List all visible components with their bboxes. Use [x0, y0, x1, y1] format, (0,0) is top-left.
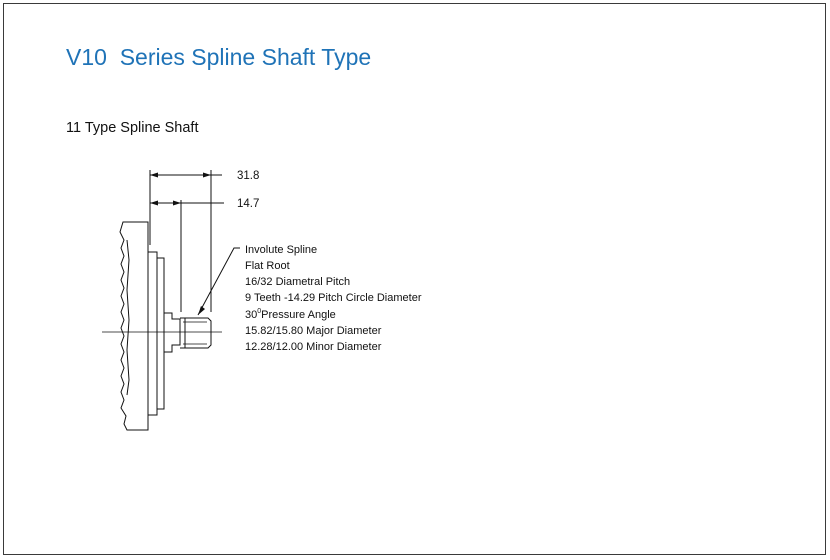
dimension-overall-label: 31.8 — [237, 170, 259, 182]
spec-line-spline-type: Involute Spline — [245, 244, 317, 256]
spec-line-pitch: 16/32 Diametral Pitch — [245, 276, 350, 288]
spec-line-root: Flat Root — [245, 260, 290, 272]
housing-break-detail — [126, 239, 130, 396]
housing-body — [119, 221, 149, 431]
page-frame — [3, 3, 826, 555]
spec-line-pressure-angle: 300Pressure Angle — [245, 308, 336, 321]
section-subtitle: 11 Type Spline Shaft — [66, 120, 199, 136]
spec-line-major-diameter: 15.82/15.80 Major Diameter — [245, 325, 382, 337]
pressure-angle-text: Pressure Angle — [261, 309, 336, 321]
spline-profile — [180, 317, 212, 349]
leader-line — [197, 247, 240, 316]
mounting-flange — [147, 251, 158, 416]
degree-superscript: 0 — [257, 308, 261, 315]
spec-line-teeth: 9 Teeth -14.29 Pitch Circle Diameter — [245, 292, 422, 304]
dimension-spline-label: 14.7 — [237, 198, 259, 210]
flange-step — [156, 257, 165, 410]
pressure-angle-value: 30 — [245, 309, 257, 321]
page-title: V10 Series Spline Shaft Type — [66, 44, 372, 70]
spec-line-minor-diameter: 12.28/12.00 Minor Diameter — [245, 341, 382, 353]
shaft-shoulder — [163, 312, 181, 353]
